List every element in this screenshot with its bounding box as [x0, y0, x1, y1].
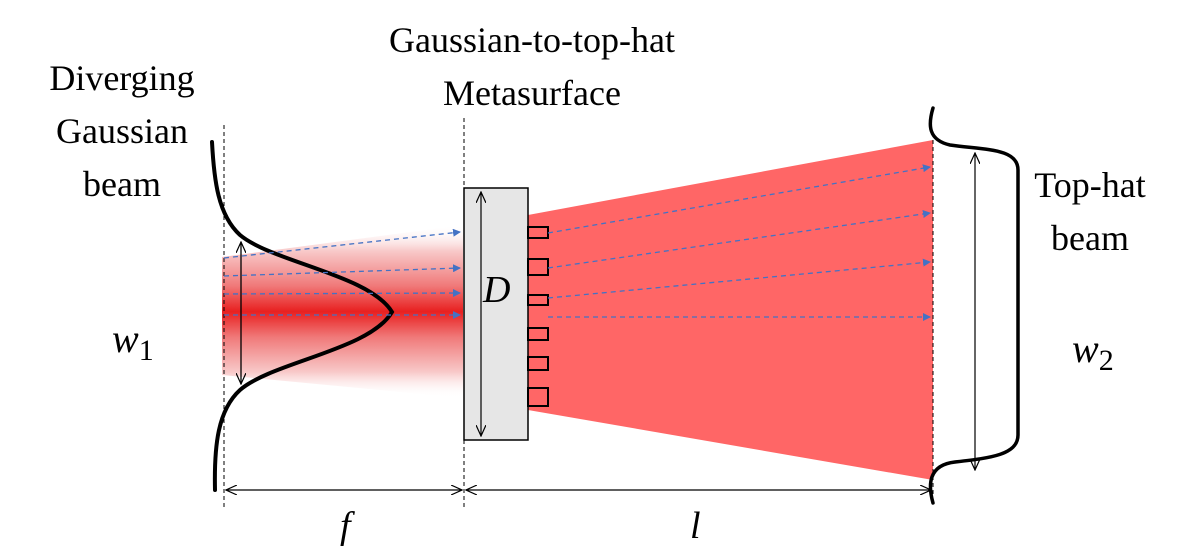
input-rays	[223, 228, 461, 319]
metasurface-plate	[463, 187, 529, 441]
label-diverging-line1: Diverging	[49, 58, 194, 98]
gaussian-profile-curve	[210, 140, 395, 492]
tophat-profile-bracket	[928, 106, 1020, 505]
output-rays	[547, 164, 931, 321]
tophat-beam	[528, 140, 933, 480]
label-diverging-line3: beam	[83, 164, 161, 204]
label-tophat-line2: beam	[1051, 218, 1129, 258]
meta-atoms	[527, 226, 549, 407]
label-tophat-line1: Top-hat	[1034, 165, 1145, 205]
label-D: D	[482, 269, 510, 311]
label-w1: w1	[112, 316, 154, 367]
label-diverging-line2: Gaussian	[56, 111, 188, 151]
label-metasurface-line2: Metasurface	[443, 73, 621, 113]
label-f: f	[340, 505, 355, 547]
label-metasurface-line1: Gaussian-to-top-hat	[389, 20, 675, 60]
label-w2: w2	[1072, 326, 1114, 377]
label-l: l	[690, 505, 701, 547]
gaussian-beam	[222, 225, 463, 398]
